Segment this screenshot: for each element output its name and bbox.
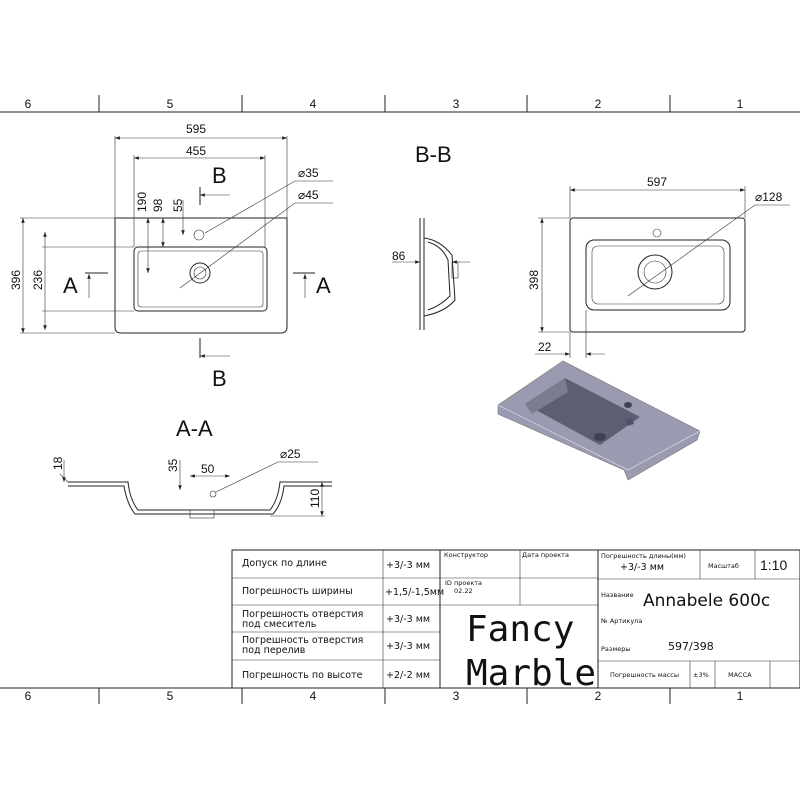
section-bb: B-B 86 (392, 142, 470, 330)
tol-label-2: под перелив (242, 645, 306, 656)
ruler-col: 2 (595, 97, 602, 111)
name-label: Название (601, 591, 634, 599)
ruler-col: 5 (167, 689, 174, 703)
dim-86: 86 (392, 249, 406, 263)
title-block: Допуск по длине +3/-3 мм Погрешность шир… (231, 549, 800, 694)
brand-marble: Marble (466, 653, 596, 694)
section-b-label: B (212, 163, 227, 188)
project-id: 02.22 (454, 587, 473, 595)
hole-128-label: ⌀128 (755, 190, 783, 204)
right-view: 597 398 ⌀128 22 (527, 175, 790, 358)
dim-18: 18 (51, 456, 65, 470)
tol-value: +3/-3 мм (386, 560, 430, 571)
dim-398: 398 (527, 270, 541, 290)
tol-value: +3/-3 мм (386, 614, 430, 625)
section-aa: A-A 18 35 50 ⌀25 110 (51, 416, 332, 519)
top-ruler: 6 5 4 3 2 1 (0, 95, 800, 113)
designer-label: Конструктор (444, 551, 488, 559)
tol-label: Погрешность ширины (242, 586, 353, 597)
ruler-col: 6 (25, 689, 32, 703)
date-label: Дата проекта (522, 551, 569, 559)
section-a-label: A (316, 273, 331, 298)
ruler-col: 6 (25, 97, 32, 111)
top-view: 595 455 190 98 55 396 236 ⌀35 ⌀45 B B A … (9, 122, 333, 391)
tol-label: Погрешность отверстия (242, 609, 363, 620)
ruler-col: 1 (737, 689, 744, 703)
section-bb-title: B-B (415, 142, 452, 167)
dim-236: 236 (31, 270, 45, 290)
hole-drain-label: ⌀45 (298, 188, 319, 202)
ruler-col: 5 (167, 97, 174, 111)
mass-tol: ±3% (693, 671, 709, 679)
length-tol: +3/-3 мм (620, 562, 664, 573)
ruler-col: 3 (453, 689, 460, 703)
section-a-label: A (63, 273, 78, 298)
tol-value: +1,5/-1,5мм (385, 587, 444, 598)
tol-label: Погрешность отверстия (242, 635, 363, 646)
ruler-col: 3 (453, 97, 460, 111)
article-label: № Артикула (600, 617, 642, 625)
ruler-col: 4 (310, 97, 317, 111)
tol-value: +2/-2 мм (386, 670, 430, 681)
dim-50: 50 (201, 462, 215, 476)
hole-25-label: ⌀25 (280, 447, 301, 461)
size-label: Размеры (601, 645, 631, 653)
tol-label: Погрешность по высоте (242, 670, 363, 681)
ruler-col: 2 (595, 689, 602, 703)
dim-35: 35 (166, 458, 180, 472)
bottom-ruler: 6 5 4 3 2 1 (0, 687, 800, 704)
ruler-col: 4 (310, 689, 317, 703)
dim-110: 110 (308, 489, 322, 508)
tol-value: +3/-3 мм (386, 641, 430, 652)
dim-55: 55 (171, 198, 185, 212)
tol-label: Допуск по длине (242, 558, 327, 569)
dim-396: 396 (9, 270, 23, 290)
dim-98: 98 (151, 198, 165, 212)
mass-label: МАССА (728, 671, 752, 679)
hole-tap-label: ⌀35 (298, 166, 319, 180)
length-tol-label: Погрешность длины(мм) (601, 552, 686, 560)
product-name: Annabele 600c (643, 591, 770, 611)
ruler-col: 1 (737, 97, 744, 111)
scale-label: Масштаб (708, 562, 739, 570)
brand-fancy: Fancy (466, 609, 574, 650)
dim-190: 190 (135, 192, 149, 212)
dim-22: 22 (538, 340, 552, 354)
tol-label-2: под смеситель (242, 619, 317, 630)
size-value: 597/398 (668, 640, 714, 653)
dim-455: 455 (186, 144, 206, 158)
sink-3d-render (497, 360, 701, 481)
project-id-label: ID проекта (445, 579, 482, 587)
mass-tol-label: Погрешность массы (610, 671, 679, 679)
dim-597: 597 (647, 175, 667, 189)
section-aa-title: A-A (176, 416, 213, 441)
dim-595: 595 (186, 122, 206, 136)
scale-value: 1:10 (760, 557, 787, 573)
section-b-label: B (212, 366, 227, 391)
